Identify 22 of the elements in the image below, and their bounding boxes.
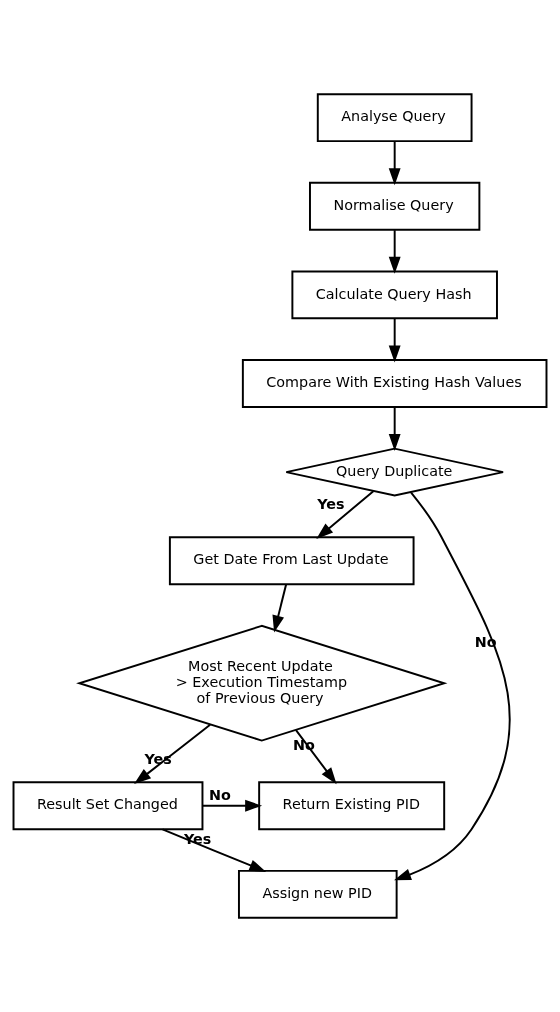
arrow <box>388 140 401 186</box>
arrow <box>272 583 288 633</box>
node-box: Analyse Query <box>316 93 473 143</box>
arrow <box>316 490 375 539</box>
node-box: Compare With Existing Hash Values <box>241 359 548 408</box>
arrow <box>388 406 401 452</box>
node-box: Return Existing PID <box>258 781 446 831</box>
node-box: Result Set Changed <box>12 781 204 831</box>
arrow <box>388 317 401 363</box>
node-diamond: Query Duplicate <box>285 447 505 497</box>
arrow <box>295 729 337 785</box>
arrow <box>161 828 267 872</box>
arrow <box>388 229 401 274</box>
edge-label: Yes <box>317 495 345 512</box>
node-box: Normalise Query <box>309 181 481 231</box>
node-box: Calculate Query Hash <box>291 270 498 320</box>
node-box: Get Date From Last Update <box>168 536 415 586</box>
edge-label: No <box>208 787 231 804</box>
arrow <box>134 723 212 785</box>
node-box: Assign new PID <box>237 869 398 919</box>
arrow <box>201 799 263 812</box>
arrow <box>394 491 511 881</box>
